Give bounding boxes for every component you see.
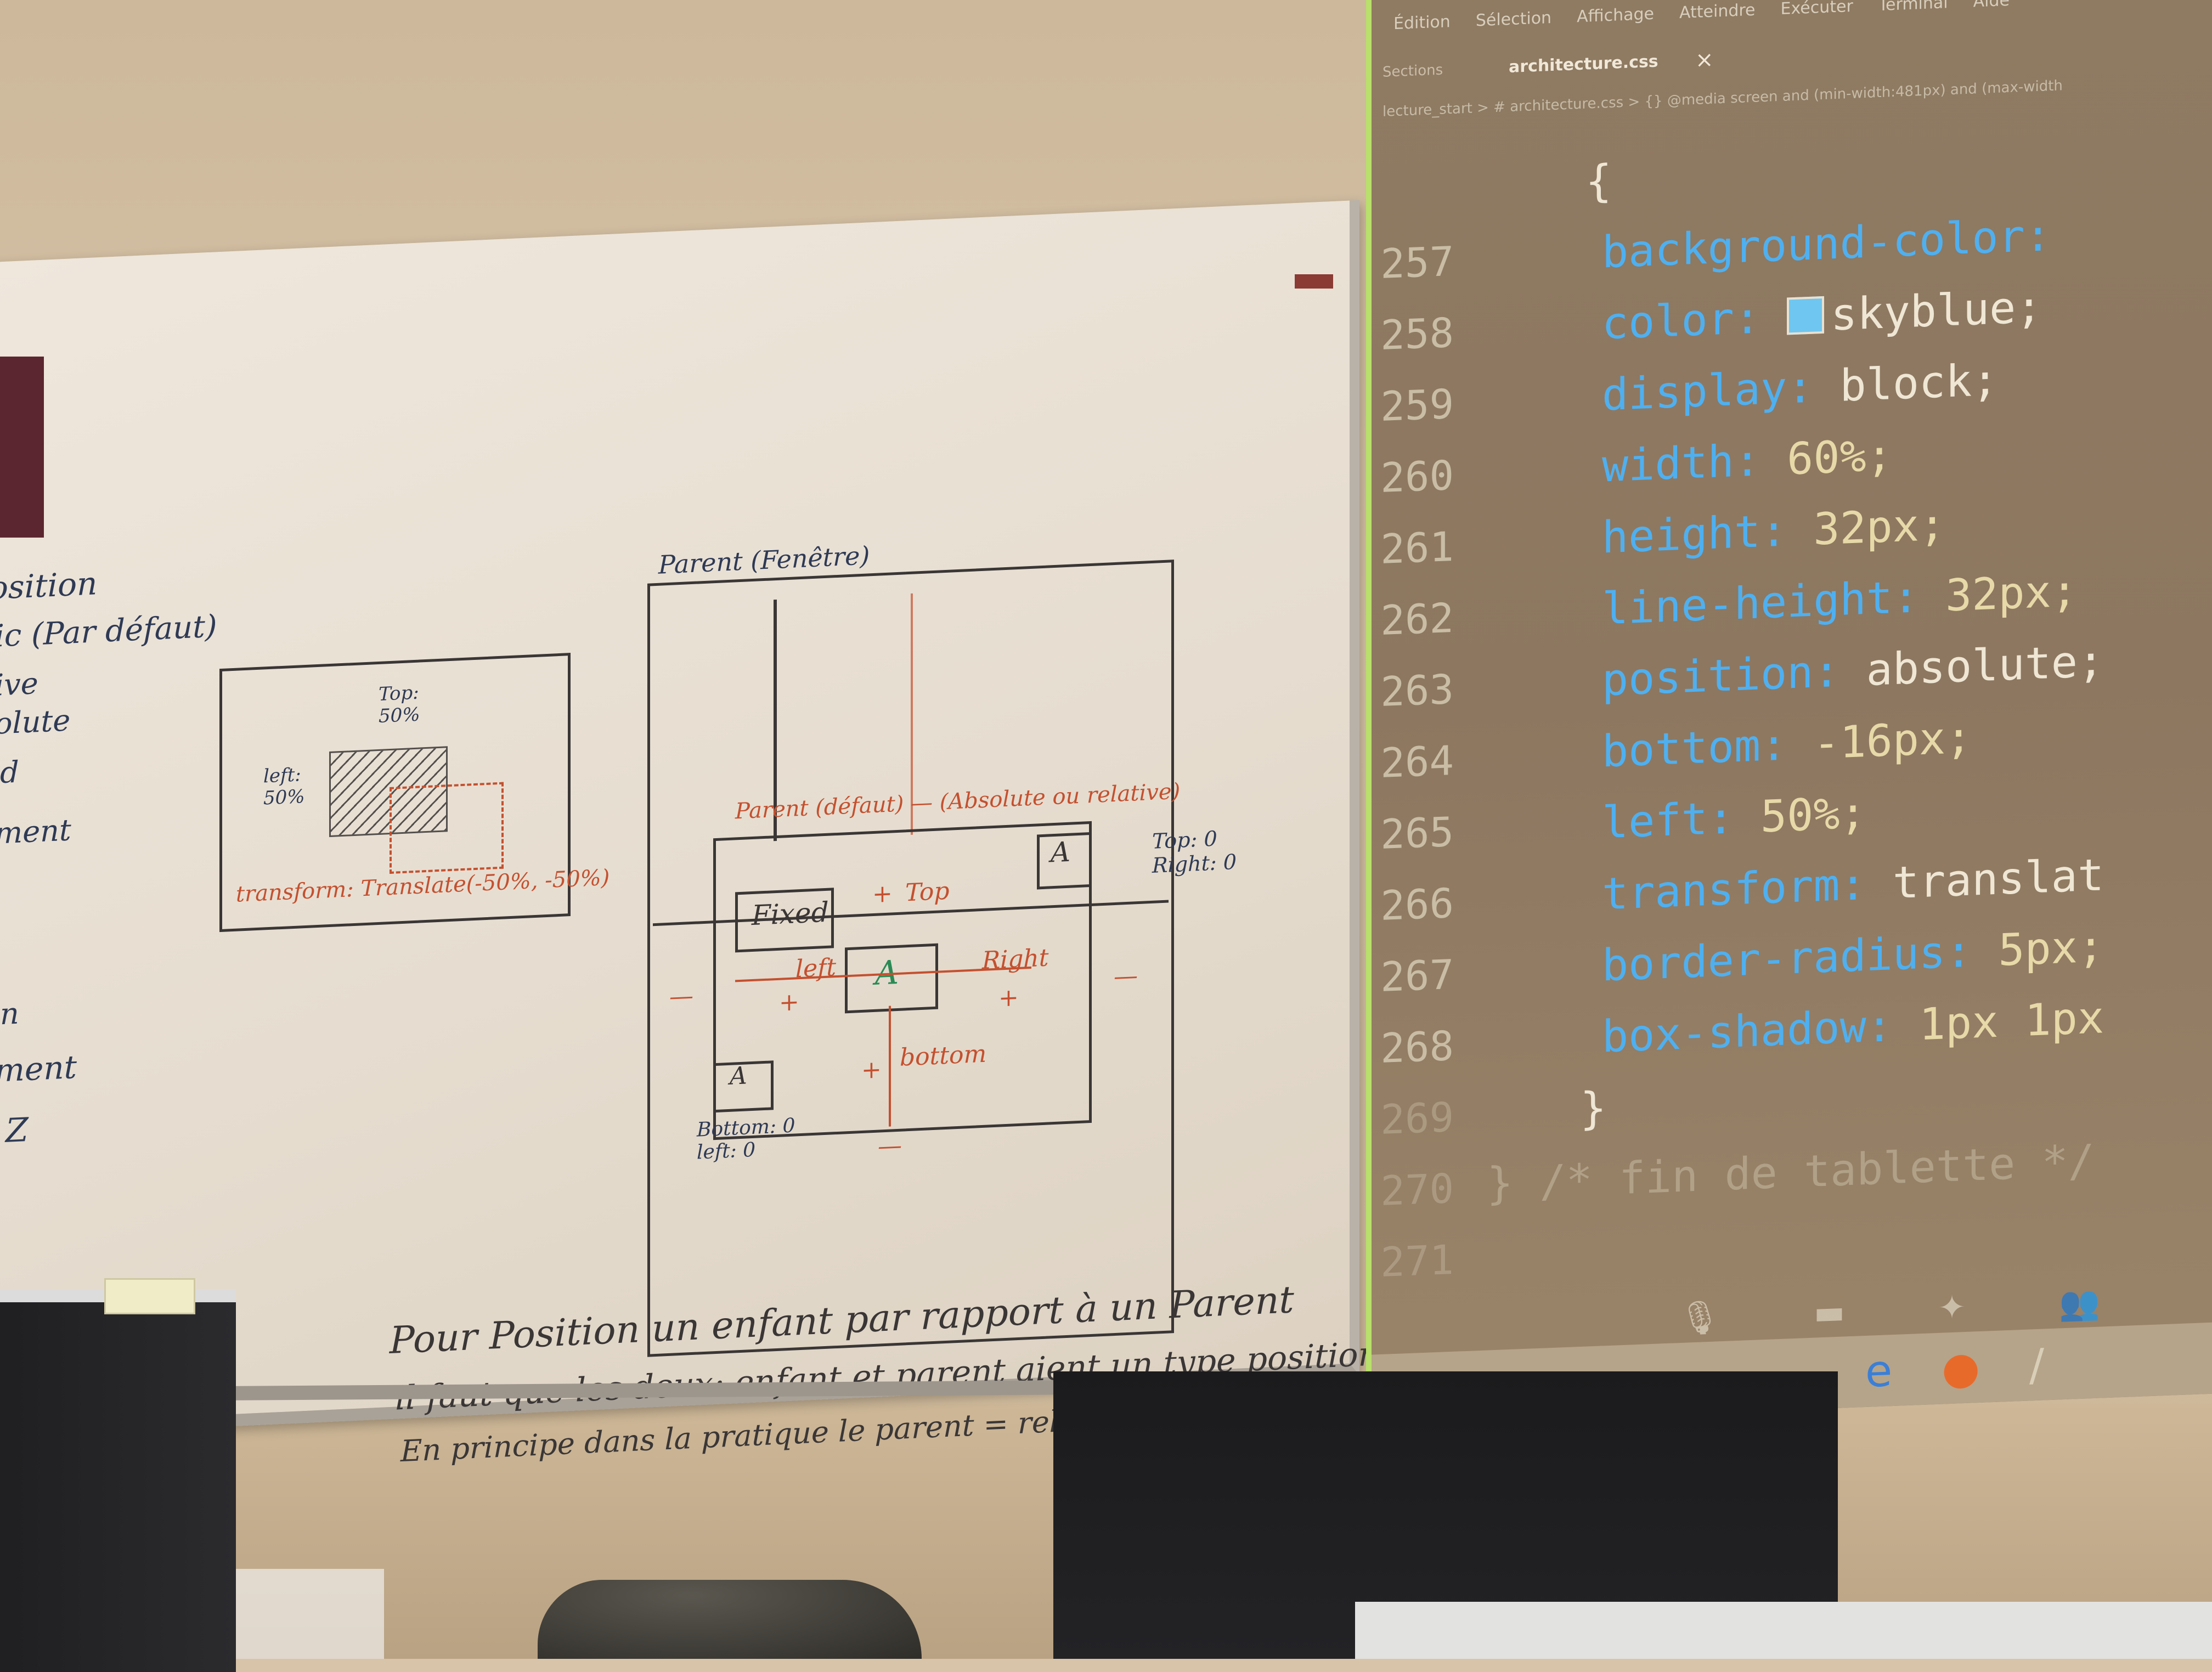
line-number: 271 (1380, 1236, 1454, 1286)
list-item: ic (Par défaut) (0, 608, 217, 654)
close-icon[interactable]: × (1695, 47, 1714, 73)
line-number: 265 (1380, 808, 1454, 858)
menu-item[interactable]: Sélection (1475, 8, 1552, 30)
list-item: Z (5, 1110, 29, 1150)
microphone-icon[interactable]: 🎙 (1679, 1297, 1721, 1338)
line-number: 261 (1380, 523, 1454, 573)
child-bottom-left-label: A (730, 1061, 747, 1091)
list-item: olute (0, 703, 71, 741)
jacket (538, 1580, 922, 1659)
edge-icon[interactable]: e (1865, 1345, 1893, 1397)
minus-sign: — (878, 1131, 902, 1161)
plus-sign: + (779, 988, 799, 1017)
line-number: 260 (1380, 451, 1454, 502)
marker-holder (1295, 274, 1333, 289)
menu-item[interactable]: Édition (1393, 12, 1451, 33)
left-monitor (0, 1289, 236, 1672)
whiteboard: osition ic (Par défaut) ive olute d ment… (0, 200, 1418, 1468)
code-line: left: 50%; (1602, 787, 1866, 849)
line-number: 267 (1380, 951, 1454, 1001)
code-line: background-color: (1602, 210, 2051, 278)
line-number: 257 (1380, 238, 1454, 288)
line-number: 264 (1380, 737, 1454, 787)
plus-sign: + (872, 879, 893, 909)
code-line: line-height: 32px; (1602, 565, 2078, 635)
code-line: } (1580, 1082, 1607, 1135)
camera-icon[interactable]: ▬ (1814, 1292, 1845, 1332)
code-area: { 257 background-color: 258 color: skybl… (1372, 121, 2212, 1286)
participants-icon[interactable]: 👥 (2059, 1283, 2100, 1323)
line-number: 269 (1380, 1093, 1454, 1144)
firefox-icon[interactable]: ● (1942, 1341, 1980, 1394)
code-line: height: 32px; (1602, 499, 1946, 563)
line-number: 262 (1380, 594, 1454, 645)
transform-left-label: left: 50% (263, 764, 305, 810)
pen-icon[interactable]: / (2029, 1339, 2044, 1391)
bottom-left-note: Bottom: 0 left: 0 (697, 1114, 795, 1164)
list-item: ment (0, 812, 71, 851)
code-line: box-shadow: 1px 1px (1602, 992, 2104, 1063)
list-item: n (0, 996, 19, 1032)
menu-item[interactable]: Atteindre (1679, 0, 1756, 22)
share-icon[interactable]: ✦ (1938, 1288, 1966, 1328)
plus-sign: + (861, 1055, 882, 1084)
line-number: 259 (1380, 380, 1454, 431)
code-line: { (1585, 155, 1612, 207)
code-line: width: 60%; (1602, 430, 1893, 492)
code-line: bottom: -16px; (1602, 711, 1972, 777)
color-swatch[interactable] (1787, 296, 1825, 335)
desk-edge (1355, 1602, 2212, 1659)
menu-item[interactable]: Exécuter (1780, 0, 1853, 19)
list-item: osition (0, 564, 98, 607)
code-line: border-radius: 5px; (1602, 920, 2104, 991)
menu-item[interactable]: Terminal (1878, 0, 1948, 15)
menu-item[interactable]: Affichage (1577, 4, 1654, 26)
minus-sign: — (669, 981, 693, 1011)
tape-label (104, 1278, 195, 1314)
line-number: 258 (1380, 309, 1454, 359)
code-line: color: skyblue; (1602, 281, 2042, 349)
bottom-label: bottom (900, 1040, 987, 1072)
parent-window-label: Parent (Fenêtre) (658, 540, 870, 580)
menu-item[interactable]: Aide (1973, 0, 2010, 11)
fixed-label: Fixed (752, 896, 829, 932)
top-right-note: Top: 0 Right: 0 (1152, 826, 1237, 878)
bottom-axis (889, 1006, 891, 1127)
list-item: d (0, 754, 19, 790)
tab-architecture-css[interactable]: architecture.css (1509, 52, 1658, 77)
line-number: 266 (1380, 879, 1454, 930)
top-label: Top (905, 877, 950, 907)
minus-sign: — (1114, 962, 1138, 991)
translated-box (390, 782, 504, 874)
line-number: 270 (1380, 1165, 1454, 1215)
code-line: position: absolute; (1602, 635, 2104, 706)
line-number: 263 (1380, 665, 1454, 716)
board-magnet (0, 357, 44, 538)
code-line: transform: translat (1602, 849, 2104, 920)
explorer-label: Sections (1383, 61, 1443, 81)
line-number: 268 (1380, 1022, 1454, 1072)
list-item: ive (0, 666, 38, 703)
code-line: display: block; (1602, 354, 1999, 421)
plus-sign: + (998, 983, 1019, 1013)
code-line: } /* fin de tablette */ (1487, 1134, 2095, 1210)
list-item: ment (0, 1048, 77, 1089)
projected-editor: Édition Sélection Affichage Atteindre Ex… (1366, 0, 2212, 1426)
child-top-right-label: A (1051, 835, 1071, 869)
transform-top-label: Top: 50% (379, 681, 420, 727)
